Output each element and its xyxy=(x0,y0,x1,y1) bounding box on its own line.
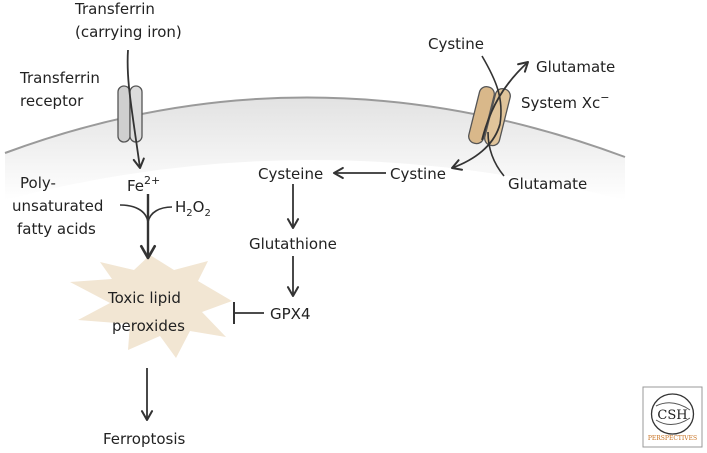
transferrin-receptor-label-sub: receptor xyxy=(20,92,84,110)
ferroptosis-label: Ferroptosis xyxy=(103,430,186,448)
gpx4-inhibition xyxy=(233,302,264,324)
cysteine-label: Cysteine xyxy=(258,165,323,183)
toxic-lipid-label-2: peroxides xyxy=(112,317,185,335)
csh-perspectives-logo: CSH PERSPECTIVES xyxy=(642,386,703,448)
glutamate-inner-line xyxy=(487,131,505,177)
cystine-import-line xyxy=(481,55,502,125)
cystine-inner-label: Cystine xyxy=(390,165,446,183)
h2o2-label: H2O2 xyxy=(175,198,211,219)
cystine-outer-label: Cystine xyxy=(428,35,484,53)
fe-label: Fe2+ xyxy=(127,174,160,195)
cell-membrane xyxy=(5,97,625,200)
cell-membrane-edge xyxy=(4,96,626,158)
transferrin-arrow xyxy=(126,49,145,170)
glutamate-outer-label: Glutamate xyxy=(536,58,615,76)
cystine-import-arrow xyxy=(450,123,501,171)
glutathione-label: Glutathione xyxy=(249,235,337,253)
pufa-label: Poly- xyxy=(20,174,56,192)
csh-logo-text: CSH xyxy=(657,408,687,423)
system-xc-label: System Xc− xyxy=(521,91,609,112)
pufa-label-2: unsaturated xyxy=(12,197,103,215)
toxic-lipid-label: Toxic lipid xyxy=(107,289,181,307)
csh-logo-subtitle: PERSPECTIVES xyxy=(648,435,697,442)
glutamate-inner-label: Glutamate xyxy=(508,175,587,193)
glutamate-export-arrow xyxy=(481,60,530,141)
transferrin-label-sub: (carrying iron) xyxy=(75,23,182,41)
transferrin-receptor-label: Transferrin xyxy=(19,69,100,87)
gpx4-label: GPX4 xyxy=(270,305,311,323)
transferrin-label: Transferrin xyxy=(74,0,155,18)
pufa-merge-line xyxy=(119,204,149,223)
pufa-label-3: fatty acids xyxy=(17,220,96,238)
transferrin-receptor xyxy=(117,85,143,143)
toxic-lipid-peroxides-burst xyxy=(70,255,232,358)
h2o2-merge-line xyxy=(147,206,173,223)
